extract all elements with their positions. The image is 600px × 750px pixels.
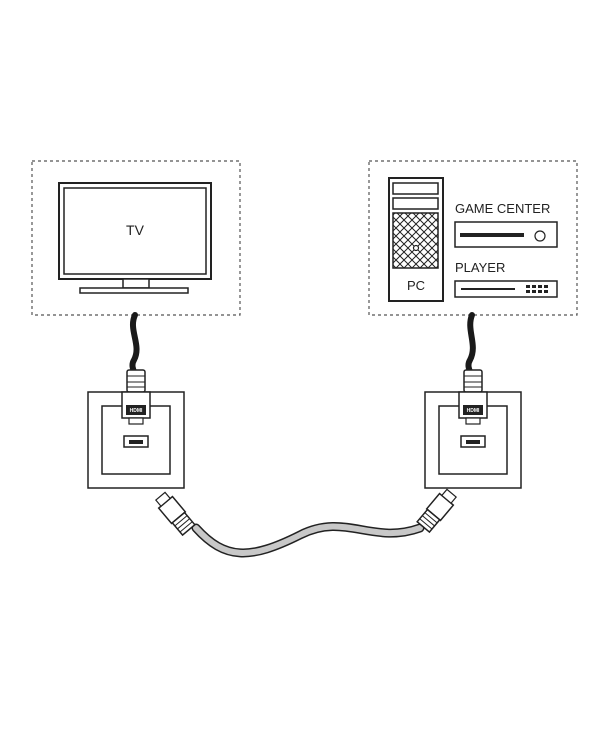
tv-device-box: [31, 160, 241, 316]
right-plug-label: HDMI: [467, 408, 480, 414]
pc-label: PC: [407, 278, 425, 293]
tv-label: TV: [126, 222, 145, 238]
left-loose-hdmi-plug: [154, 491, 196, 537]
right-hdmi-plug: HDMI: [458, 369, 488, 425]
left-plug-label: HDMI: [130, 408, 143, 414]
game-center-label: GAME CENTER: [455, 201, 550, 216]
right-wall-plate: HDMI: [424, 369, 522, 489]
tv-icon: TV: [58, 182, 212, 294]
source-devices-box: [368, 160, 578, 316]
game-center-icon: GAME CENTER: [454, 201, 558, 248]
player-icon: PLAYER: [454, 260, 558, 298]
left-wall-plate: HDMI: [87, 369, 185, 489]
player-label: PLAYER: [455, 260, 505, 275]
pc-tower-icon: PC: [388, 177, 444, 302]
right-loose-hdmi-plug: [416, 488, 458, 534]
left-hdmi-plug: HDMI: [121, 369, 151, 425]
